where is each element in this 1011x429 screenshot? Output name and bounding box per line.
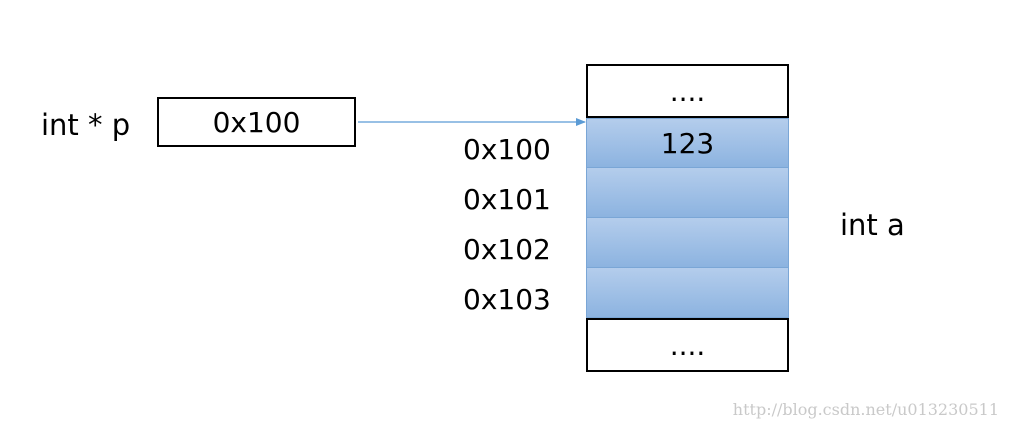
address-label-0: 0x100 [463, 133, 551, 166]
address-label-3: 0x103 [463, 283, 551, 316]
variable-label: int a [840, 208, 905, 242]
memory-byte-1 [586, 168, 789, 218]
address-label-1: 0x101 [463, 183, 551, 216]
memory-byte-2 [586, 218, 789, 268]
memory-byte-0: 123 [586, 118, 789, 168]
memory-column: .... 123 .... [586, 64, 789, 372]
memory-byte-3 [586, 268, 789, 318]
memory-cell-above: .... [586, 64, 789, 118]
pointer-box: 0x100 [157, 97, 356, 147]
memory-cell-below: .... [586, 318, 789, 372]
pointer-value: 0x100 [212, 105, 301, 139]
pointer-label: int * p [41, 108, 131, 142]
address-label-2: 0x102 [463, 233, 551, 266]
watermark-text: http://blog.csdn.net/u013230511 [732, 400, 999, 419]
